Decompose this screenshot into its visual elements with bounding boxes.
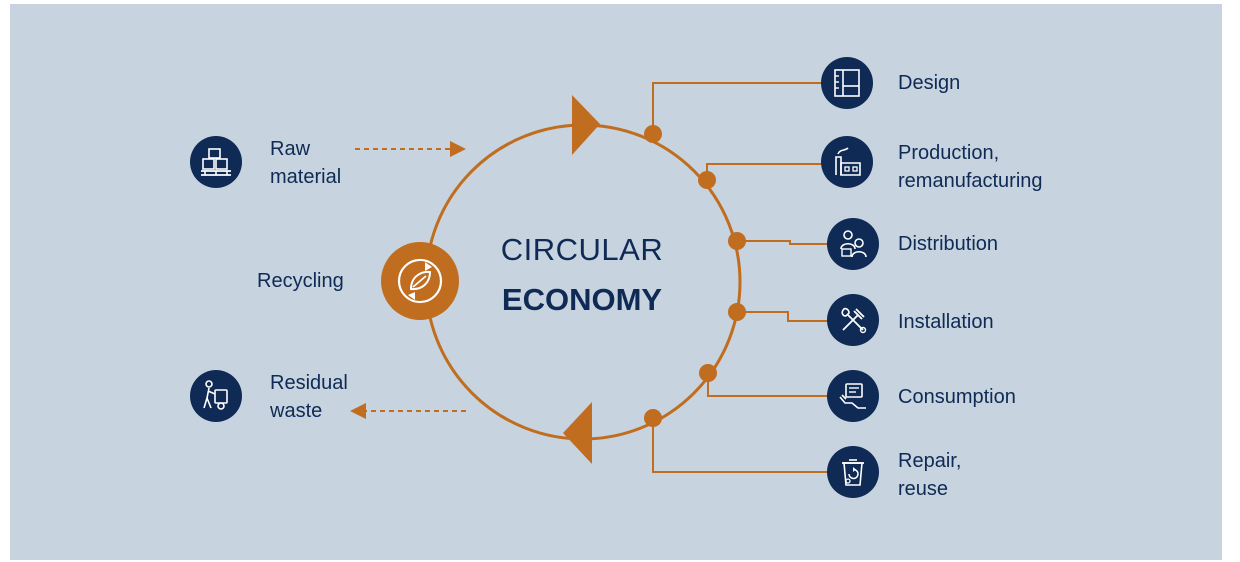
ring-dot-production <box>698 171 716 189</box>
stage-production-node <box>821 136 873 188</box>
ring-dot-distribution <box>728 232 746 250</box>
stage-production-label-line1: Production, <box>898 142 1000 164</box>
stage-repair-label-line2: reuse <box>898 478 949 500</box>
residual-waste-arrow-head <box>350 403 366 419</box>
connector-installation <box>737 311 828 322</box>
diagram-panel <box>10 4 1222 560</box>
tools-icon <box>841 307 867 334</box>
cycle-arrow-bottom <box>563 402 592 464</box>
stage-design-label: Design <box>898 72 961 94</box>
connector-repair <box>652 418 828 473</box>
residual-waste-node <box>190 370 242 422</box>
stage-distribution-node <box>827 218 879 270</box>
stage-consumption-label: Consumption <box>898 386 1016 408</box>
recycling-node <box>381 242 459 320</box>
stage-repair-node <box>827 446 879 498</box>
recycling-leaf-icon <box>397 258 443 304</box>
raw-material-label-line2: material <box>270 166 342 188</box>
waste-cart-icon <box>203 380 228 410</box>
residual-waste-label-line1: Residual <box>270 372 348 394</box>
delivery-person-icon <box>840 230 867 258</box>
recycling-label: Recycling <box>257 270 344 292</box>
boxes-pallet-icon <box>201 148 231 176</box>
stage-installation-label: Installation <box>898 311 994 333</box>
ring-dot-consumption <box>699 364 717 382</box>
raw-material-node <box>190 136 242 188</box>
stage-design-node <box>821 57 873 109</box>
raw-material-label-line1: Raw <box>270 138 311 160</box>
connector-design <box>652 82 822 134</box>
design-icon <box>834 69 860 97</box>
ring-dot-installation <box>728 303 746 321</box>
cycle-arrow-top <box>572 95 600 155</box>
ring-dot-design <box>644 125 662 143</box>
connector-distribution <box>737 240 828 245</box>
stage-consumption-node <box>827 370 879 422</box>
raw-material-arrow-head <box>450 141 466 157</box>
bin-repair-icon <box>842 459 864 486</box>
residual-waste-label-line2: waste <box>270 400 323 422</box>
title-circular: CIRCULAR <box>500 232 664 267</box>
factory-icon <box>835 147 861 176</box>
connector-consumption <box>707 373 828 397</box>
connector-production <box>706 163 822 180</box>
hand-card-icon <box>839 383 866 409</box>
stage-distribution-label: Distribution <box>898 233 999 255</box>
title-economy: ECONOMY <box>501 282 663 317</box>
stage-production-label-line2: remanufacturing <box>898 170 1043 192</box>
stage-installation-node <box>827 294 879 346</box>
ring-dot-repair <box>644 409 662 427</box>
stage-repair-label-line1: Repair, <box>898 450 962 472</box>
